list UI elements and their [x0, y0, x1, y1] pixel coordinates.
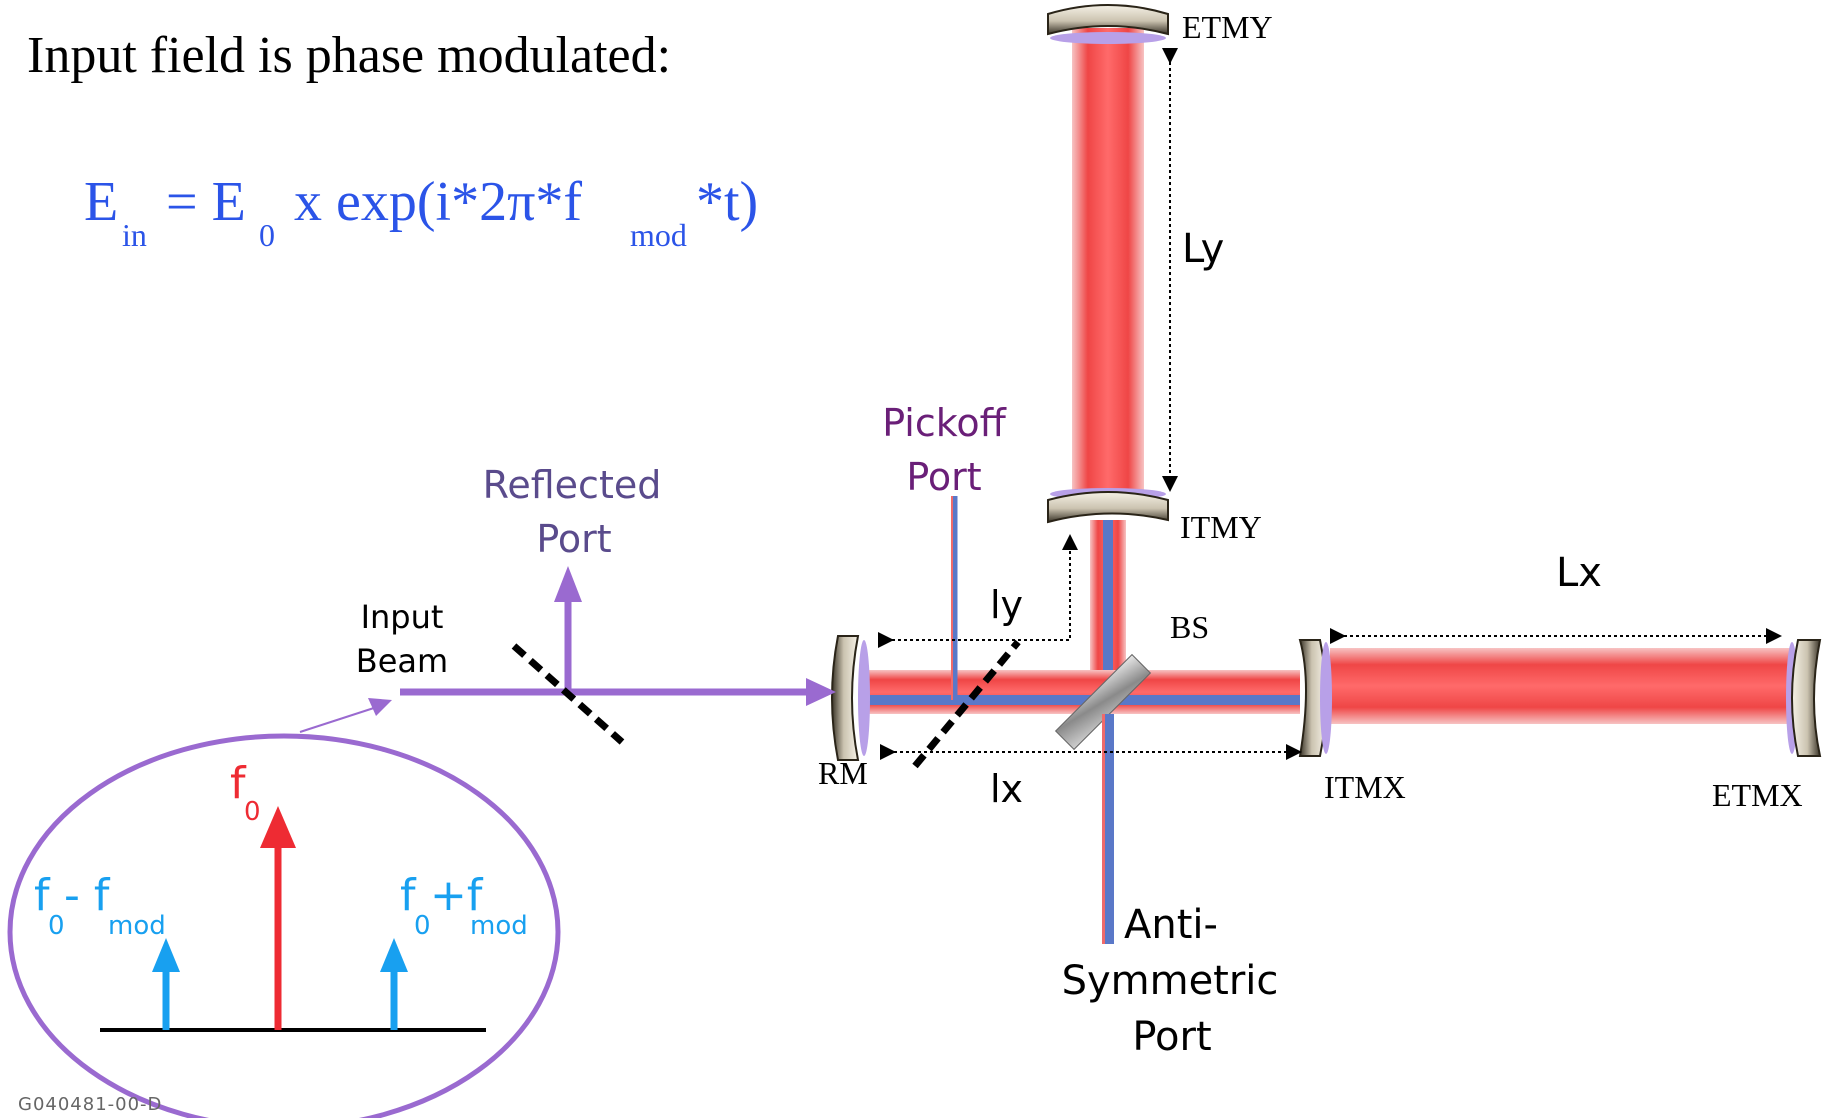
lower-zero: 0 — [48, 911, 65, 941]
rm-mirror — [831, 635, 870, 761]
lower-op: - f — [64, 870, 111, 921]
beam-splitter — [1054, 653, 1152, 751]
reflected-port-label-2: Port — [536, 517, 611, 561]
upper-mod: mod — [470, 911, 528, 941]
lower-sideband-label: f 0 - f mod — [34, 870, 166, 941]
y-arm-beam — [1072, 28, 1144, 496]
carrier-label-zero: 0 — [244, 797, 261, 827]
itmy-label: ITMY — [1180, 509, 1262, 545]
ly-arm-label: Ly — [1182, 226, 1224, 272]
etmx-label: ETMX — [1712, 777, 1803, 813]
carrier-arrowhead — [260, 806, 296, 848]
lx-label: lx — [990, 767, 1023, 811]
document-id: G040481-00-D — [18, 1094, 162, 1115]
lower-mod: mod — [108, 911, 166, 941]
eq-equals: = E — [152, 171, 246, 233]
y-short-beam-blue — [1103, 520, 1113, 705]
x-arm-beam — [1330, 648, 1790, 724]
reflected-beam-arrowhead — [554, 566, 582, 602]
input-beam-label: Input — [361, 598, 444, 636]
eq-e: E — [84, 171, 118, 233]
pickoff-port-label-2: Port — [906, 455, 981, 499]
upper-sideband-label: f 0 +f mod — [400, 870, 528, 941]
eq-in-subscript: in — [122, 217, 147, 253]
ly-length-arrow — [878, 534, 1078, 648]
as-port-label-2: Symmetric — [1062, 958, 1279, 1004]
upper-sideband-arrowhead — [380, 938, 408, 972]
upper-f: f — [400, 870, 417, 921]
reflected-port-label: Reflected — [483, 463, 662, 507]
input-pointer-arrowhead — [368, 698, 392, 716]
pickoff-port-label: Pickoff — [882, 401, 1006, 445]
lx-arm-label: Lx — [1556, 550, 1602, 596]
as-port-label-3: Port — [1132, 1014, 1211, 1060]
itmy-mirror — [1047, 488, 1169, 524]
spectrum-bubble — [7, 733, 561, 1118]
recycling-beam-blue — [862, 695, 1300, 705]
input-beam-label-2: Beam — [356, 642, 448, 680]
rm-label: RM — [818, 755, 868, 791]
itmx-mirror — [1298, 639, 1332, 757]
upper-zero: 0 — [414, 911, 431, 941]
eq-tail: *t) — [696, 171, 758, 233]
as-port-label: Anti- — [1124, 902, 1218, 948]
etmy-label: ETMY — [1182, 9, 1273, 45]
etmy-mirror — [1047, 4, 1169, 44]
isolator-mirror — [511, 643, 625, 745]
page-heading: Input field is phase modulated: — [27, 27, 671, 84]
input-pointer — [299, 705, 381, 733]
modulation-equation: E in = E 0 x exp(i*2π*f mod *t) — [84, 171, 758, 253]
as-port-beam — [1104, 714, 1114, 944]
etmx-mirror — [1786, 639, 1822, 757]
itmx-label: ITMX — [1324, 769, 1406, 805]
as-port-beam-red — [1102, 714, 1105, 944]
lower-sideband-arrowhead — [152, 938, 180, 972]
carrier-label-f: f — [230, 758, 247, 809]
eq-zero-subscript: 0 — [259, 217, 275, 253]
upper-op: +f — [430, 870, 484, 921]
lower-f: f — [34, 870, 51, 921]
eq-mod-subscript: mod — [630, 217, 687, 253]
ly-label: ly — [990, 583, 1023, 627]
bs-label: BS — [1170, 609, 1209, 645]
eq-body: x exp(i*2π*f — [280, 171, 582, 233]
input-beam-arrowhead — [806, 678, 836, 706]
